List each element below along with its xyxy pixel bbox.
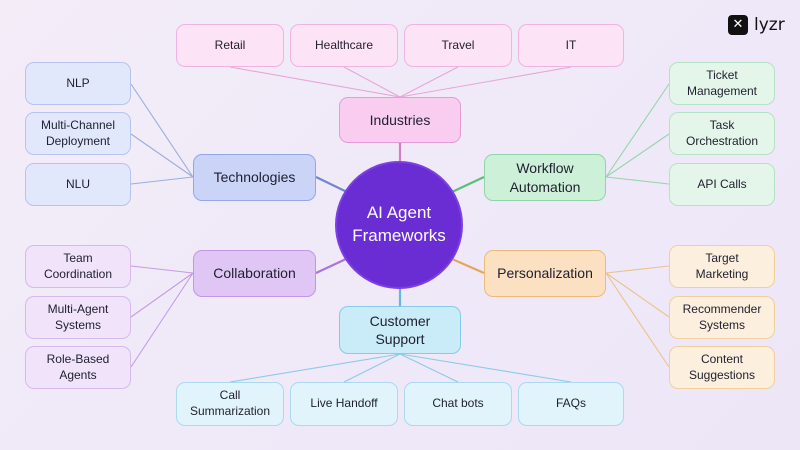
personalization-node: Personalization [484, 250, 606, 297]
connector-line [605, 133, 670, 178]
connector-line [130, 133, 194, 178]
connector-line [130, 83, 194, 178]
connector-line [605, 265, 670, 274]
industry-it: IT [518, 24, 624, 67]
brand-name: lyzr [754, 15, 785, 35]
industry-healthcare: Healthcare [290, 24, 398, 67]
industry-travel: Travel [404, 24, 512, 67]
technologies-node: Technologies [193, 154, 316, 201]
technology-nlu: NLU [25, 163, 131, 206]
connector-line [315, 258, 347, 274]
connector-line [343, 353, 401, 383]
technology-multi-channel-deployment: Multi-Channel Deployment [25, 112, 131, 155]
connector-line [130, 272, 194, 318]
customer-support-node: Customer Support [339, 306, 461, 354]
connector-line [451, 257, 485, 275]
workflow-api-calls: API Calls [669, 163, 775, 206]
support-call-summarization: Call Summarization [176, 382, 284, 426]
connector-line [399, 353, 572, 383]
connector-line [605, 176, 670, 185]
connector-line [130, 265, 194, 274]
collaboration-node: Collaboration [193, 250, 316, 297]
connector-line [451, 176, 485, 193]
connector-line [399, 66, 572, 98]
collaboration-multi-agent-systems: Multi-Agent Systems [25, 296, 131, 339]
x-logo-icon: ✕ [728, 15, 748, 35]
personalization-target-marketing: Target Marketing [669, 245, 775, 288]
connector-line [130, 272, 194, 368]
lyzr-logo[interactable]: ✕ lyzr [728, 15, 785, 35]
ai-agent-frameworks-center: AI Agent Frameworks [335, 161, 463, 289]
connector-line [229, 66, 401, 98]
connector-line [315, 176, 348, 193]
connector-line [605, 83, 670, 178]
personalization-content-suggestions: Content Suggestions [669, 346, 775, 389]
connector-line [399, 66, 459, 98]
connector-line [399, 353, 459, 383]
industries-node: Industries [339, 97, 461, 143]
collaboration-team-coordination: Team Coordination [25, 245, 131, 288]
connector-line [343, 66, 401, 98]
connector-line [130, 176, 194, 185]
industry-retail: Retail [176, 24, 284, 67]
personalization-recommender-systems: Recommender Systems [669, 296, 775, 339]
workflow-task-orchestration: Task Orchestration [669, 112, 775, 155]
support-faqs: FAQs [518, 382, 624, 426]
connector-line [605, 272, 670, 368]
connector-line [229, 353, 401, 383]
collaboration-role-based-agents: Role-Based Agents [25, 346, 131, 389]
connector-line [605, 272, 670, 318]
workflow-ticket-management: Ticket Management [669, 62, 775, 105]
support-chat-bots: Chat bots [404, 382, 512, 426]
technology-nlp: NLP [25, 62, 131, 105]
support-live-handoff: Live Handoff [290, 382, 398, 426]
workflow-automation-node: Workflow Automation [484, 154, 606, 201]
